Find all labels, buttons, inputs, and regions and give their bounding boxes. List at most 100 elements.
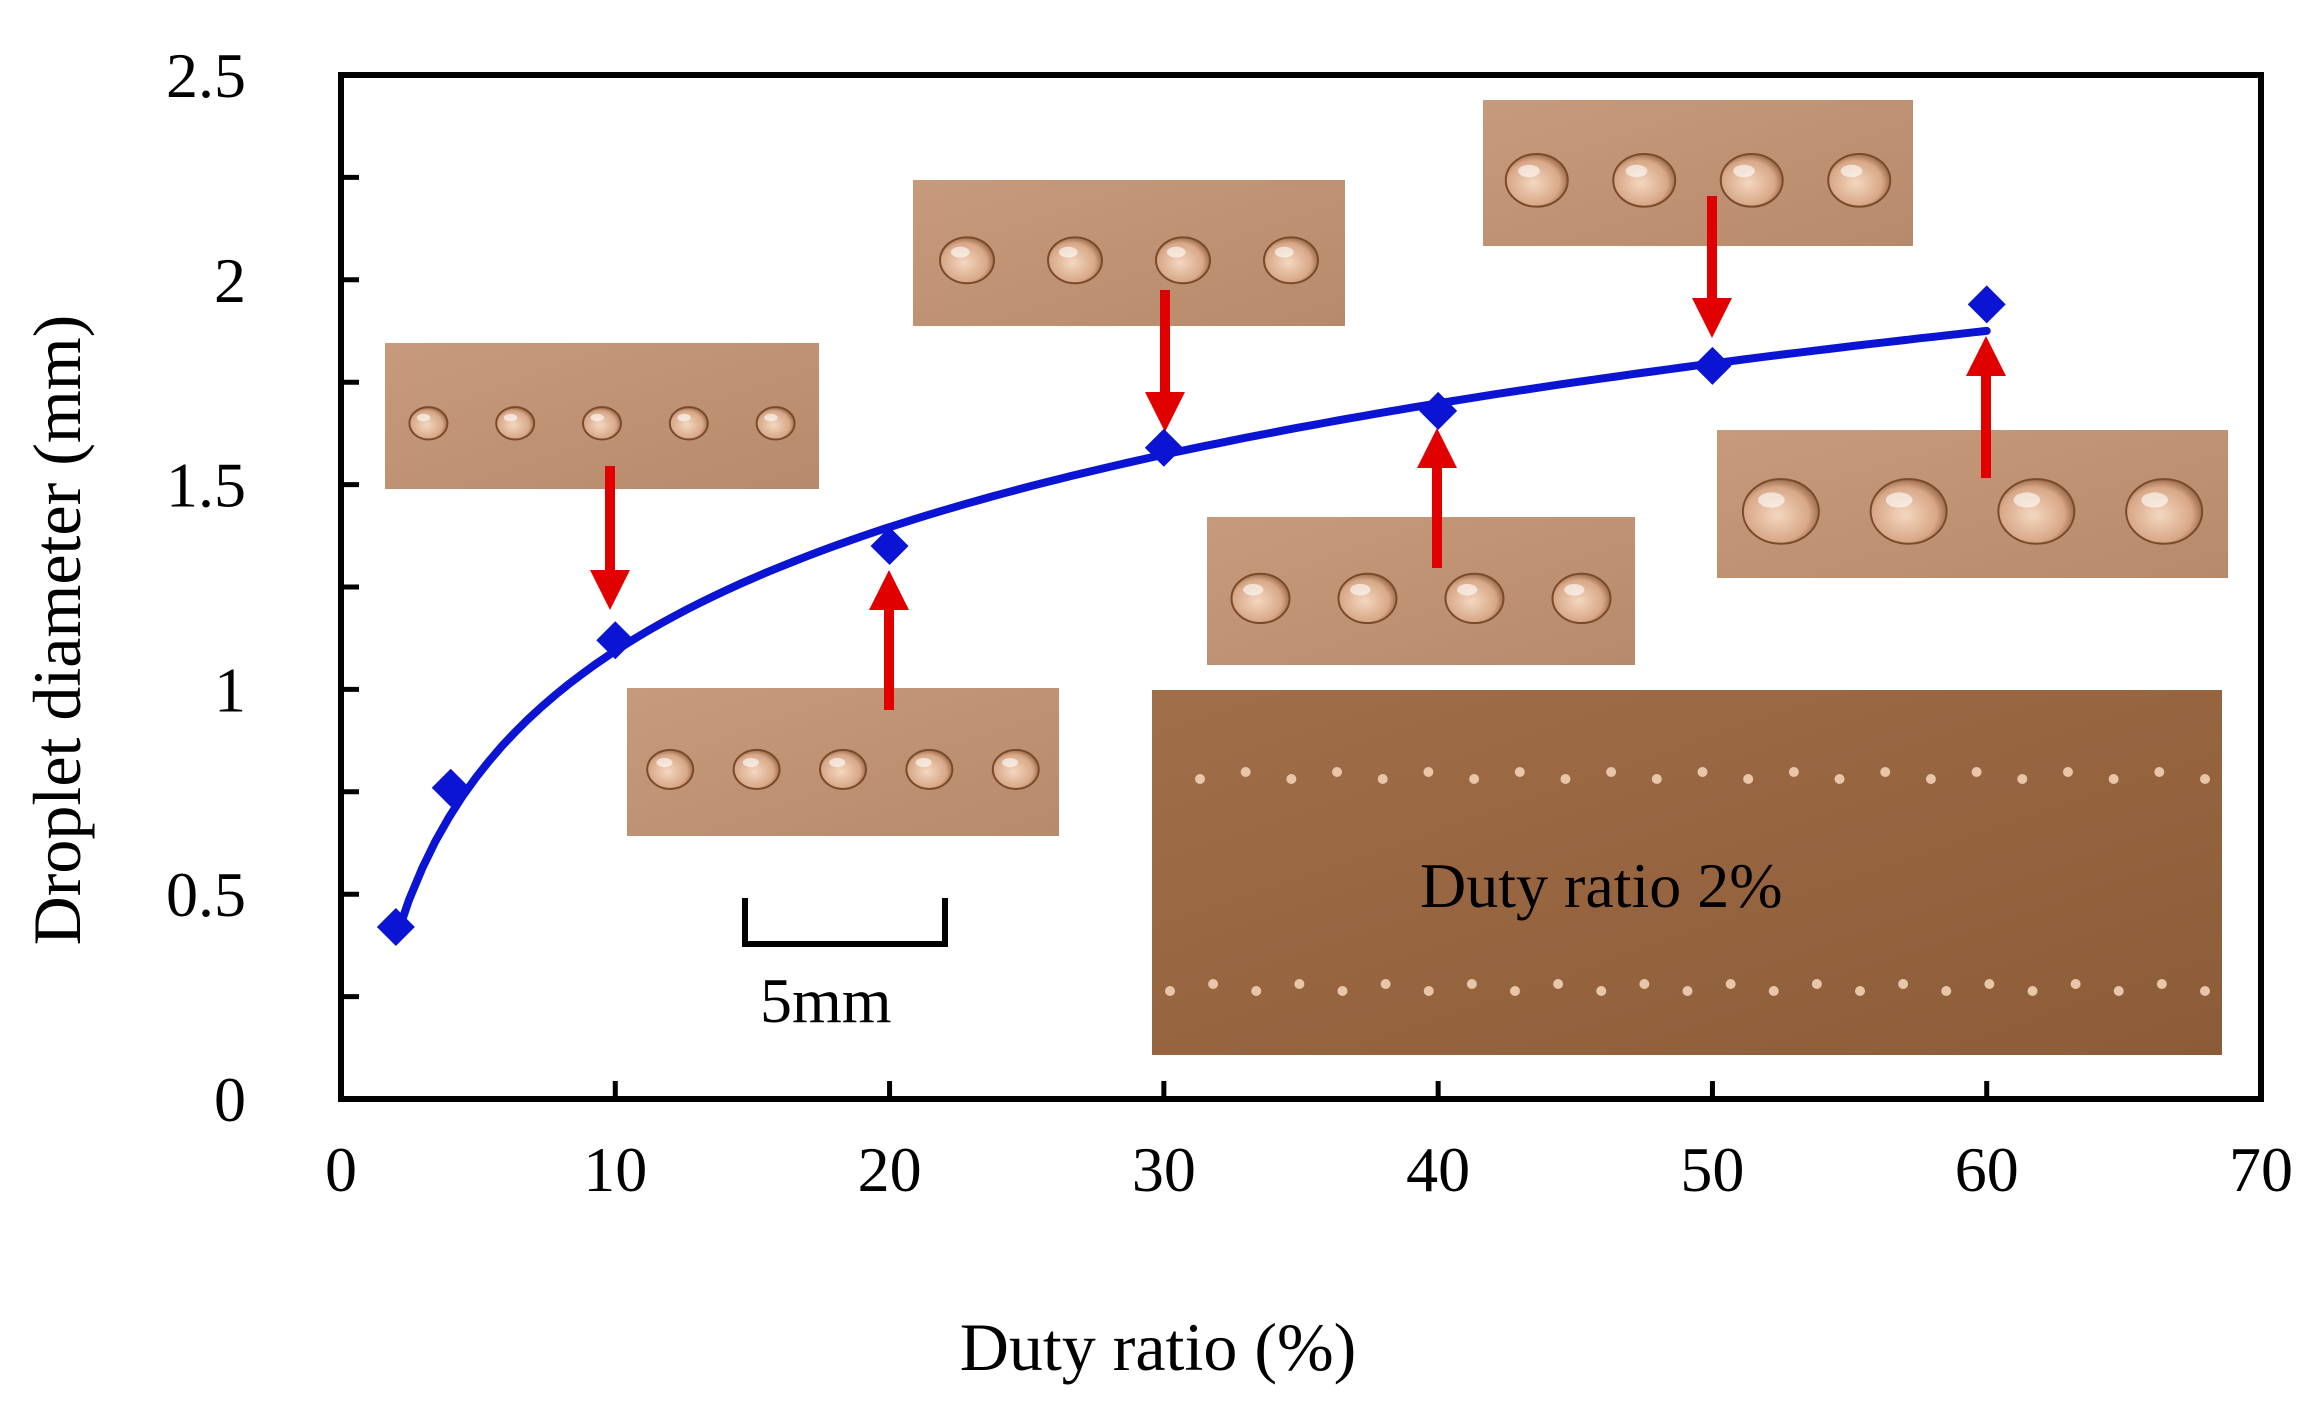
- y-tick-label: 1: [214, 654, 246, 725]
- tiny-droplet: [1208, 979, 1219, 989]
- tiny-droplet: [1332, 767, 1343, 777]
- data-point-marker: [1967, 285, 2006, 324]
- tiny-droplet: [1697, 767, 1708, 777]
- tiny-droplet: [1240, 767, 1251, 777]
- droplet: [408, 406, 449, 441]
- droplet-highlight: [950, 246, 970, 258]
- droplet: [646, 748, 695, 790]
- droplet-highlight: [1274, 246, 1294, 258]
- droplet-highlight: [1058, 246, 1078, 258]
- droplet-highlight: [1457, 583, 1478, 596]
- tiny-droplet: [1768, 986, 1779, 996]
- droplet: [1337, 572, 1398, 625]
- droplet-highlight: [1840, 164, 1863, 178]
- tiny-droplet: [1469, 774, 1480, 784]
- data-point-marker: [870, 527, 909, 566]
- tiny-droplet: [2113, 986, 2124, 996]
- tiny-droplet: [1423, 767, 1434, 777]
- tiny-droplet: [1294, 979, 1305, 989]
- droplet-photo: [1207, 517, 1635, 665]
- droplet-highlight: [417, 413, 431, 422]
- data-point-marker: [1693, 346, 1732, 385]
- tiny-droplet: [1195, 774, 1205, 784]
- tiny-droplet: [1941, 986, 1952, 996]
- tiny-droplet: [1423, 986, 1434, 996]
- droplet-highlight: [742, 757, 759, 768]
- tiny-droplet: [2156, 979, 2167, 989]
- data-point-marker: [1144, 428, 1183, 467]
- x-tick-label: 50: [1680, 1134, 1744, 1205]
- tiny-droplet: [1971, 767, 1982, 777]
- droplet: [1444, 572, 1505, 625]
- droplet: [668, 406, 709, 441]
- data-point-marker: [376, 907, 415, 946]
- droplet-highlight: [1758, 492, 1785, 508]
- droplet: [1504, 152, 1569, 208]
- tiny-droplet: [1337, 986, 1348, 996]
- droplet-highlight: [1733, 164, 1755, 178]
- droplet-photo: [1717, 430, 2228, 578]
- tiny-droplet: [1725, 979, 1736, 989]
- droplet: [905, 748, 954, 790]
- droplet-photo: [627, 688, 1059, 836]
- tiny-droplet: [1560, 774, 1571, 784]
- droplet: [1263, 236, 1319, 285]
- droplet-highlight: [1002, 757, 1019, 768]
- droplet-highlight: [656, 757, 673, 768]
- droplet-highlight: [1885, 492, 1913, 508]
- droplet-highlight: [1518, 164, 1540, 178]
- duty-ratio-2-inset: Duty ratio 2%: [1152, 690, 2222, 1055]
- tiny-droplet: [1651, 774, 1662, 784]
- tiny-droplet: [1855, 986, 1865, 996]
- droplet: [1741, 478, 1820, 545]
- y-tick-label: 2: [214, 245, 246, 316]
- tiny-droplet: [2154, 767, 2165, 777]
- droplet-highlight: [677, 413, 691, 422]
- tiny-droplet: [1466, 979, 1477, 989]
- droplet-photo: [913, 180, 1345, 326]
- x-tick-label: 60: [1955, 1134, 2019, 1205]
- tiny-droplet: [1251, 986, 1262, 996]
- droplet: [1612, 152, 1677, 208]
- tiny-droplet: [2017, 774, 2028, 784]
- x-tick-label: 0: [325, 1134, 357, 1205]
- x-tick-label: 30: [1132, 1134, 1196, 1205]
- tiny-droplet: [2200, 774, 2210, 784]
- droplet: [1047, 236, 1103, 285]
- tiny-droplet: [1510, 986, 1520, 996]
- data-points: [376, 285, 2006, 946]
- tiny-droplet: [1514, 767, 1525, 777]
- x-tick-label: 20: [858, 1134, 922, 1205]
- y-axis: 00.511.522.5: [166, 40, 359, 1135]
- scale-bar-label: 5mm: [760, 965, 892, 1036]
- droplet-highlight: [1243, 583, 1264, 596]
- tiny-droplet: [1788, 767, 1799, 777]
- x-tick-label: 70: [2229, 1134, 2293, 1205]
- droplet-highlight: [1564, 583, 1585, 596]
- droplet: [1869, 478, 1948, 545]
- droplet-highlight: [829, 757, 846, 768]
- y-axis-title: Droplet diameter (mm): [19, 315, 95, 946]
- droplet-highlight: [1350, 583, 1371, 596]
- droplet: [1827, 152, 1892, 208]
- tiny-droplet: [1880, 767, 1891, 777]
- tiny-droplet: [1606, 767, 1617, 777]
- tiny-droplet: [1898, 979, 1909, 989]
- tiny-droplet: [1984, 979, 1995, 989]
- droplet: [2125, 478, 2204, 545]
- droplet: [991, 748, 1040, 790]
- droplet: [732, 748, 781, 790]
- y-tick-label: 2.5: [166, 40, 246, 111]
- droplet-highlight: [915, 757, 932, 768]
- data-point-marker: [431, 768, 470, 807]
- tiny-droplet: [1743, 774, 1754, 784]
- droplet: [1551, 572, 1612, 625]
- droplet: [939, 236, 995, 285]
- y-tick-label: 1.5: [166, 450, 246, 521]
- tiny-droplet: [2108, 774, 2119, 784]
- droplet-highlight: [1166, 246, 1186, 258]
- tiny-droplet: [1811, 979, 1822, 989]
- tiny-droplet-rows: [1165, 767, 2210, 996]
